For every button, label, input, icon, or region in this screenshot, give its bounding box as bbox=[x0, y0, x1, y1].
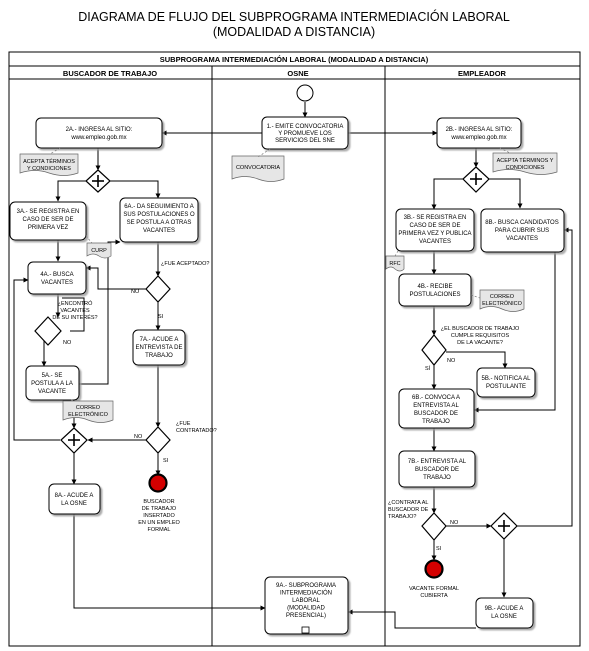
pool-header: SUBPROGRAMA INTERMEDIACIÓN LABORAL (MODA… bbox=[160, 55, 429, 64]
step-2a-ingresa-sitio: 2A.- INGRESA AL SITIO:www.empleo.gob.mx bbox=[66, 127, 133, 141]
answer-contrata-no: NO bbox=[450, 520, 459, 526]
answer-cumple-si: SÍ bbox=[425, 365, 431, 372]
answer-contratado-no: NO bbox=[134, 434, 143, 440]
answer-aceptado-si: SI bbox=[158, 314, 164, 320]
end-event-vacante bbox=[424, 559, 444, 579]
doc-convocatoria: CONVOCATORIA bbox=[236, 165, 280, 171]
end-event-buscador bbox=[148, 473, 168, 493]
answer-encontro-no: NO bbox=[63, 340, 72, 346]
lane-header-buscador: BUSCADOR DE TRABAJO bbox=[63, 69, 157, 78]
gateway-encontro-vacantes bbox=[34, 316, 62, 346]
answer-cumple-no: NO bbox=[447, 358, 456, 364]
gateway-fue-contratado bbox=[145, 426, 171, 454]
subprocess-marker-icon bbox=[301, 626, 310, 634]
question-fue-aceptado: ¿FUE ACEPTADO? bbox=[161, 261, 210, 267]
pool-frame bbox=[8, 51, 581, 647]
answer-contrata-si: SI bbox=[436, 546, 442, 552]
step-2b-ingresa-sitio: 2B.- INGRESA AL SITIO:www.empleo.gob.mx bbox=[446, 127, 513, 141]
gateway-contrata bbox=[421, 512, 447, 541]
lane-header-empleador: EMPLEADOR bbox=[458, 69, 507, 78]
diagram-title-line2: (MODALIDAD A DISTANCIA) bbox=[213, 25, 375, 39]
lane-header-osne: OSNE bbox=[287, 69, 308, 78]
answer-contratado-si: SI bbox=[163, 458, 169, 464]
gateway-fue-aceptado bbox=[145, 275, 171, 303]
diagram-title-line1: DIAGRAMA DE FLUJO DEL SUBPROGRAMA INTERM… bbox=[78, 9, 510, 24]
answer-aceptado-no: NO bbox=[131, 289, 140, 295]
gateway-cumple-requisitos bbox=[421, 334, 447, 366]
start-event bbox=[296, 84, 314, 102]
doc-rfc: RFC bbox=[389, 261, 400, 267]
doc-curp: CURP bbox=[91, 248, 107, 254]
